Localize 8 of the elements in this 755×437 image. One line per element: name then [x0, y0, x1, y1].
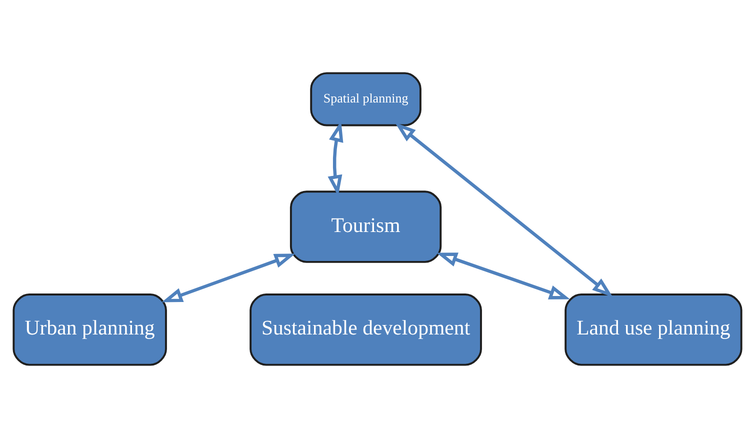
node-box: Tourism: [290, 190, 442, 262]
arrow: [436, 252, 570, 299]
arrow: [162, 253, 296, 302]
node-box: Spatial planning: [310, 72, 422, 126]
node-box: Urban planning: [12, 293, 167, 366]
arrow: [394, 122, 613, 297]
node-box: Sustainable development: [250, 293, 482, 366]
node-box: Land use planning: [564, 293, 742, 366]
